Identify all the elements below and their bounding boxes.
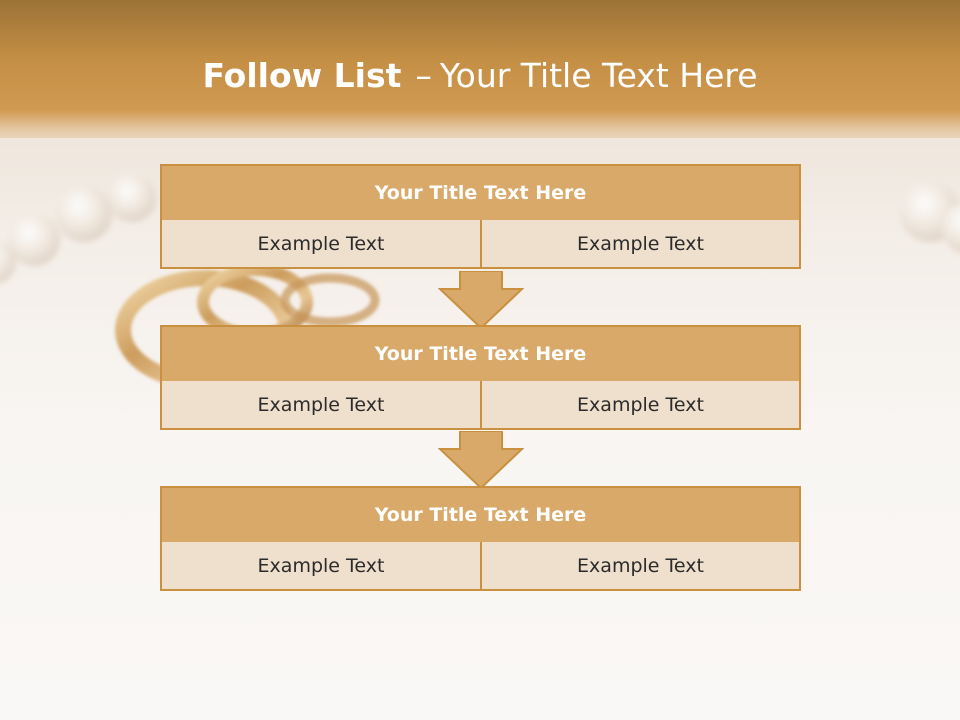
block-title: Your Title Text Here: [160, 486, 801, 544]
block-left-cell: Example Text: [160, 220, 482, 269]
block-left-cell: Example Text: [160, 542, 482, 591]
header-band: [0, 0, 960, 138]
down-arrow-icon: [438, 431, 524, 490]
block-right-cell: Example Text: [480, 220, 801, 269]
title-bold: Follow List: [202, 56, 402, 95]
block-title: Your Title Text Here: [160, 325, 801, 383]
slide-title: Follow List–Your Title Text Here: [0, 52, 960, 100]
block-left-cell: Example Text: [160, 381, 482, 430]
block-right-cell: Example Text: [480, 381, 801, 430]
block-right-cell: Example Text: [480, 542, 801, 591]
title-rest: Your Title Text Here: [439, 56, 758, 95]
down-arrow-icon: [438, 271, 524, 330]
block-title: Your Title Text Here: [160, 164, 801, 222]
title-separator: –: [415, 56, 432, 95]
